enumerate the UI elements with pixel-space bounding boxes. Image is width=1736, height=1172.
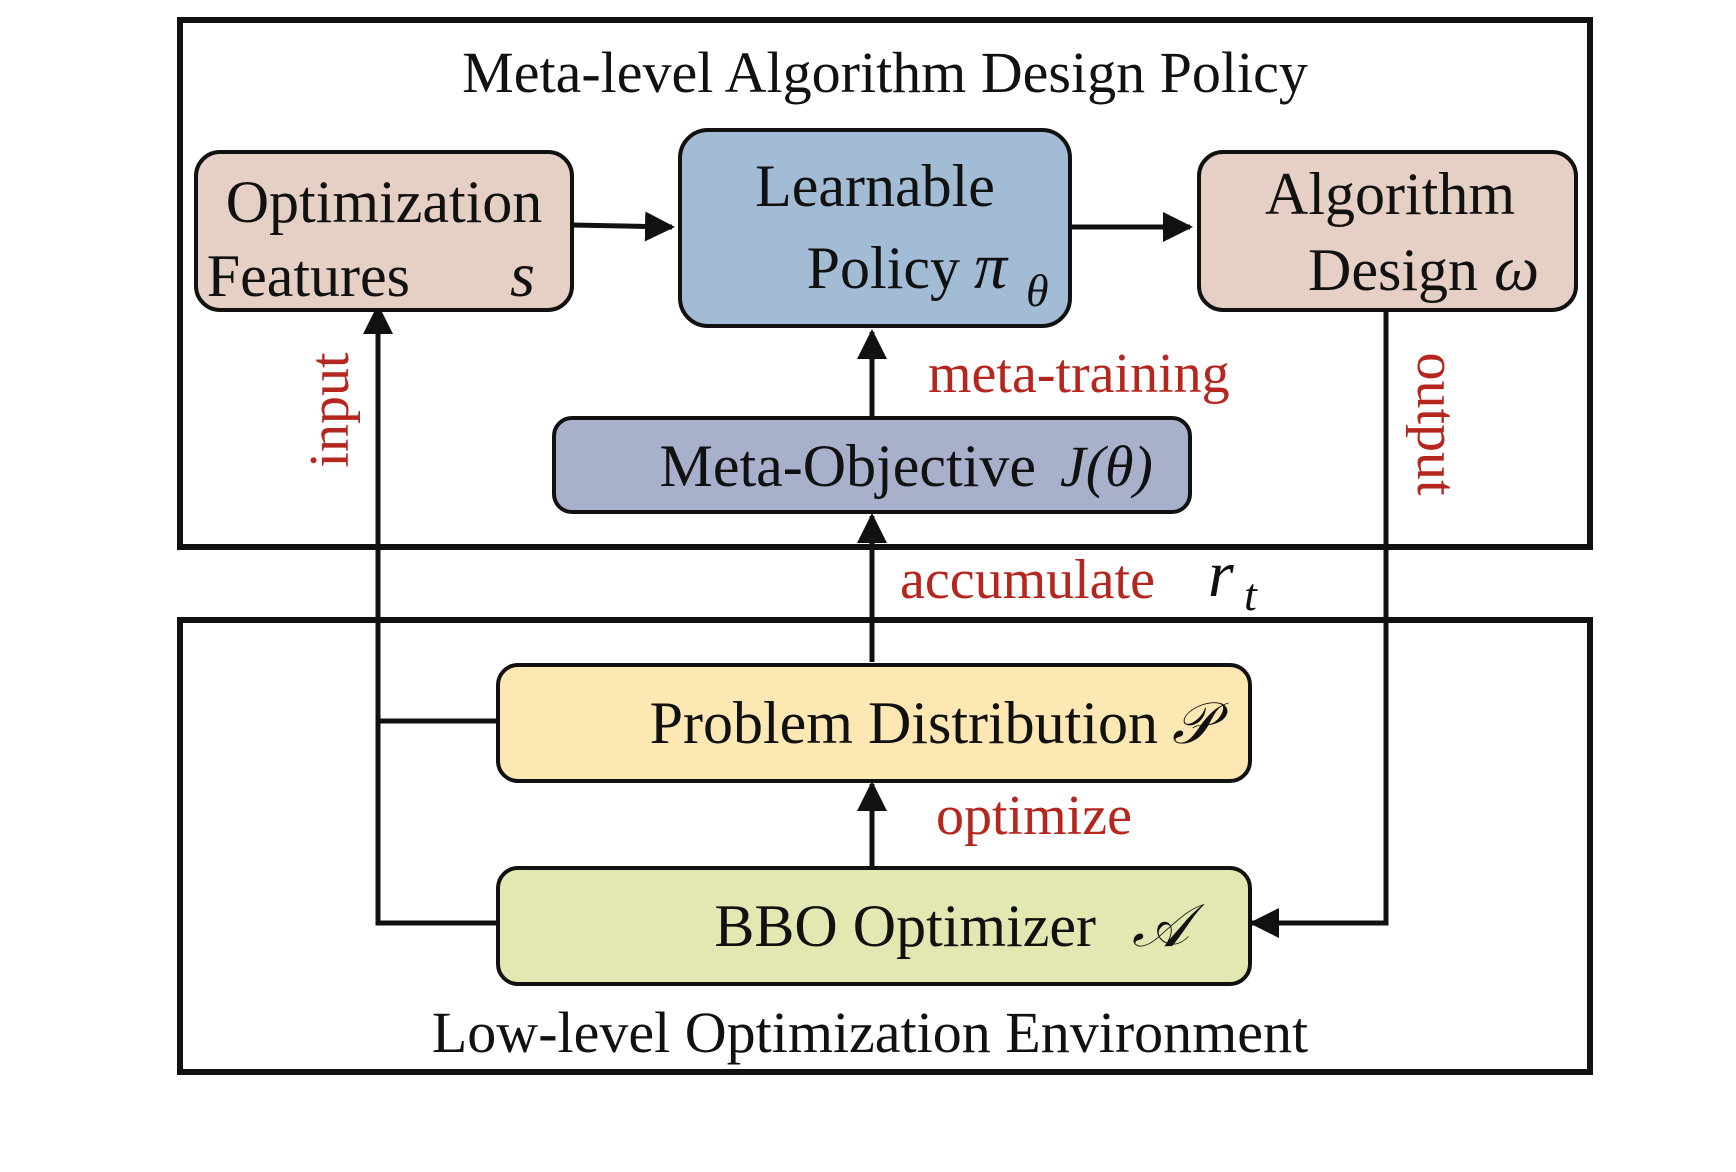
optimizer-label: BBO Optimizer	[714, 893, 1096, 959]
policy-symbol: π	[974, 230, 1009, 303]
node-algorithm-design: Algorithm Design ω	[1197, 150, 1578, 312]
meta-level-panel-title: Meta-level Algorithm Design Policy	[462, 40, 1308, 105]
policy-line1: Learnable	[755, 153, 995, 219]
node-learnable-policy: Learnable Policy π θ	[678, 128, 1072, 328]
label-accumulate-symbol: r	[1208, 538, 1234, 611]
features-symbol: s	[510, 239, 535, 310]
design-symbol: ω	[1494, 233, 1539, 304]
low-level-panel	[177, 617, 1593, 1075]
edge-optimizer-to-features	[363, 304, 498, 926]
label-meta-training: meta-training	[928, 343, 1230, 405]
policy-subscript: θ	[1026, 265, 1049, 316]
objective-symbol: J(θ)	[1060, 434, 1153, 499]
label-optimize: optimize	[936, 785, 1132, 847]
node-optimization-features: Optimization Features s	[194, 150, 574, 312]
objective-label: Meta-Objective	[660, 433, 1037, 499]
meta-level-panel	[177, 17, 1593, 550]
node-meta-objective: Meta-Objective J(θ)	[552, 416, 1192, 514]
label-input: input	[299, 352, 361, 468]
label-accumulate: accumulate	[900, 549, 1155, 611]
low-level-panel-title: Low-level Optimization Environment	[432, 1000, 1308, 1065]
node-bbo-optimizer: BBO Optimizer 𝒜	[496, 866, 1252, 986]
label-accumulate-subscript: t	[1244, 569, 1258, 620]
policy-line2: Policy	[807, 235, 960, 301]
design-line2: Design	[1308, 237, 1478, 303]
features-line2: Features	[207, 243, 410, 309]
design-line1: Algorithm	[1265, 161, 1515, 227]
node-problem-distribution: Problem Distribution 𝒫	[496, 663, 1252, 783]
edge-features-to-policy	[571, 211, 675, 242]
label-output: output	[1405, 352, 1467, 496]
edge-design-to-optimizer	[1249, 312, 1389, 938]
features-line1: Optimization	[226, 169, 543, 235]
problem-label: Problem Distribution	[650, 690, 1158, 756]
